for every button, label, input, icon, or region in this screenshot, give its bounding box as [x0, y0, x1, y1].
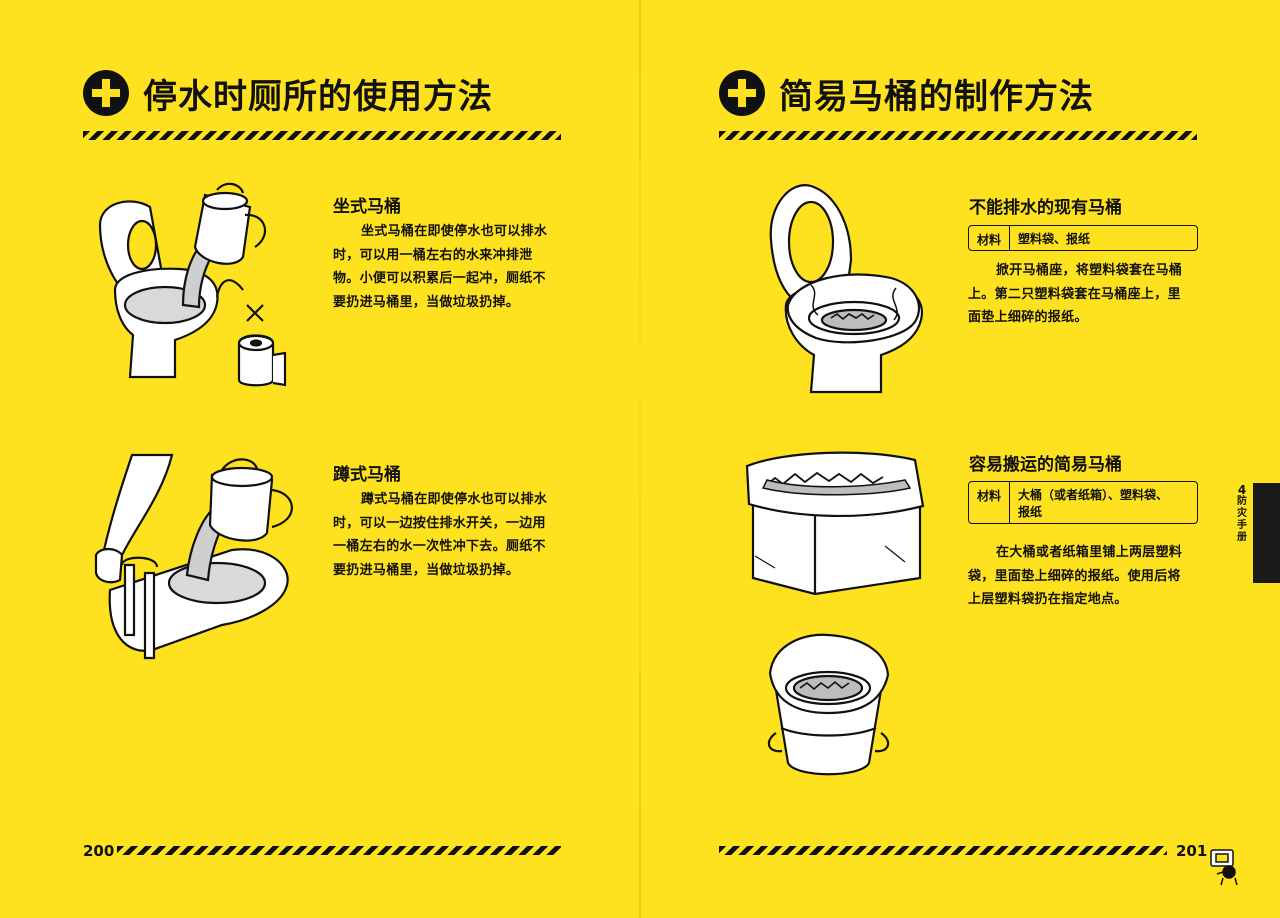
bag-toilet-illustration: [766, 180, 931, 395]
material-value: 塑料袋、报纸: [1018, 232, 1091, 246]
hazard-stripe: [719, 131, 1197, 140]
text-line: 上层塑料袋扔在指定地点。: [968, 592, 1128, 607]
section-heading: 蹲式马桶: [333, 465, 401, 485]
page-title: 停水时厕所的使用方法: [83, 68, 493, 118]
right-page: 简易马桶的制作方法 不能排水的现有马桶 材料 塑料袋、报纸 掀开马桶座，将塑料袋…: [641, 0, 1280, 918]
book-spine: [639, 0, 641, 918]
text-line: 在大桶或者纸箱里铺上两层塑料: [996, 545, 1183, 560]
bucket-toilet-illustration: [766, 633, 891, 778]
cross-icon: [719, 70, 765, 116]
material-box: 材料 大桶（或者纸箱）、塑料袋、 报纸: [968, 481, 1198, 524]
hazard-stripe: [719, 846, 1167, 855]
page-number: 200: [83, 842, 115, 860]
mascot-icon: [1209, 848, 1243, 886]
chapter-number: 4: [1237, 483, 1247, 497]
existing-toilet-text: 掀开马桶座，将塑料袋套在马桶 上。第二只塑料袋套在马桶座上，里 面垫上细碎的报纸…: [968, 259, 1208, 330]
material-value-line: 报纸: [1018, 505, 1043, 519]
text-line: 一桶左右的水一次性冲下去。厕纸不: [333, 539, 546, 554]
chapter-title-char: 册: [1237, 532, 1247, 543]
chapter-tab: [1253, 483, 1280, 583]
left-page: 停水时厕所的使用方法 坐式马桶 坐式马桶在即使停水也可以排水 时，可以用一桶左右…: [0, 0, 639, 918]
title-text: 停水时厕所的使用方法: [143, 76, 493, 117]
material-value-line: 大桶（或者纸箱）、塑料袋、: [1018, 488, 1169, 502]
chapter-title-char: 防: [1237, 496, 1247, 507]
page-number: 201: [1176, 842, 1208, 860]
material-label: 材料: [969, 482, 1010, 523]
title-text: 简易马桶的制作方法: [779, 76, 1094, 117]
squat-toilet-illustration: [92, 455, 302, 665]
material-value: 大桶（或者纸箱）、塑料袋、 报纸: [1010, 482, 1176, 523]
section-heading: 坐式马桶: [333, 197, 401, 217]
chapter-label: 4 防 灾 手 册: [1233, 484, 1251, 544]
hazard-stripe: [83, 131, 561, 140]
toilet-illustration: [95, 185, 295, 390]
page-title: 简易马桶的制作方法: [719, 68, 1094, 118]
text-line: 上。第二只塑料袋套在马桶座上，里: [968, 286, 1181, 302]
text-line: 时，可以一边按住排水开关，一边用: [333, 515, 546, 531]
text-line: 坐式马桶在即使停水也可以排水: [361, 224, 548, 239]
text-line: 要扔进马桶里，当做垃圾扔掉。: [333, 562, 520, 578]
text-line: 蹲式马桶在即使停水也可以排水: [361, 492, 548, 507]
hazard-stripe: [117, 846, 561, 855]
section-heading: 容易搬运的简易马桶: [969, 455, 1122, 475]
western-toilet-text: 坐式马桶在即使停水也可以排水 时，可以用一桶左右的水来冲排泄 物。小便可以积累后…: [333, 220, 573, 314]
cross-icon: [83, 70, 129, 116]
squat-toilet-text: 蹲式马桶在即使停水也可以排水 时，可以一边按住排水开关，一边用 一桶左右的水一次…: [333, 488, 573, 582]
section-heading: 不能排水的现有马桶: [969, 198, 1122, 218]
box-toilet-illustration: [745, 446, 930, 596]
text-line: 要扔进马桶里，当做垃圾扔掉。: [333, 294, 520, 310]
text-line: 掀开马桶座，将塑料袋套在马桶: [996, 263, 1183, 278]
text-line: 袋，里面垫上细碎的报纸。使用后将: [968, 568, 1181, 584]
text-line: 物。小便可以积累后一起冲，厕纸不: [333, 271, 546, 286]
portable-toilet-text: 在大桶或者纸箱里铺上两层塑料 袋，里面垫上细碎的报纸。使用后将 上层塑料袋扔在指…: [968, 541, 1208, 612]
material-label: 材料: [969, 226, 1010, 250]
chapter-title-char: 灾: [1237, 508, 1247, 519]
text-line: 面垫上细碎的报纸。: [968, 310, 1088, 325]
chapter-title-char: 手: [1237, 520, 1247, 531]
text-line: 时，可以用一桶左右的水来冲排泄: [333, 247, 533, 263]
material-box: 材料 塑料袋、报纸: [968, 225, 1198, 251]
